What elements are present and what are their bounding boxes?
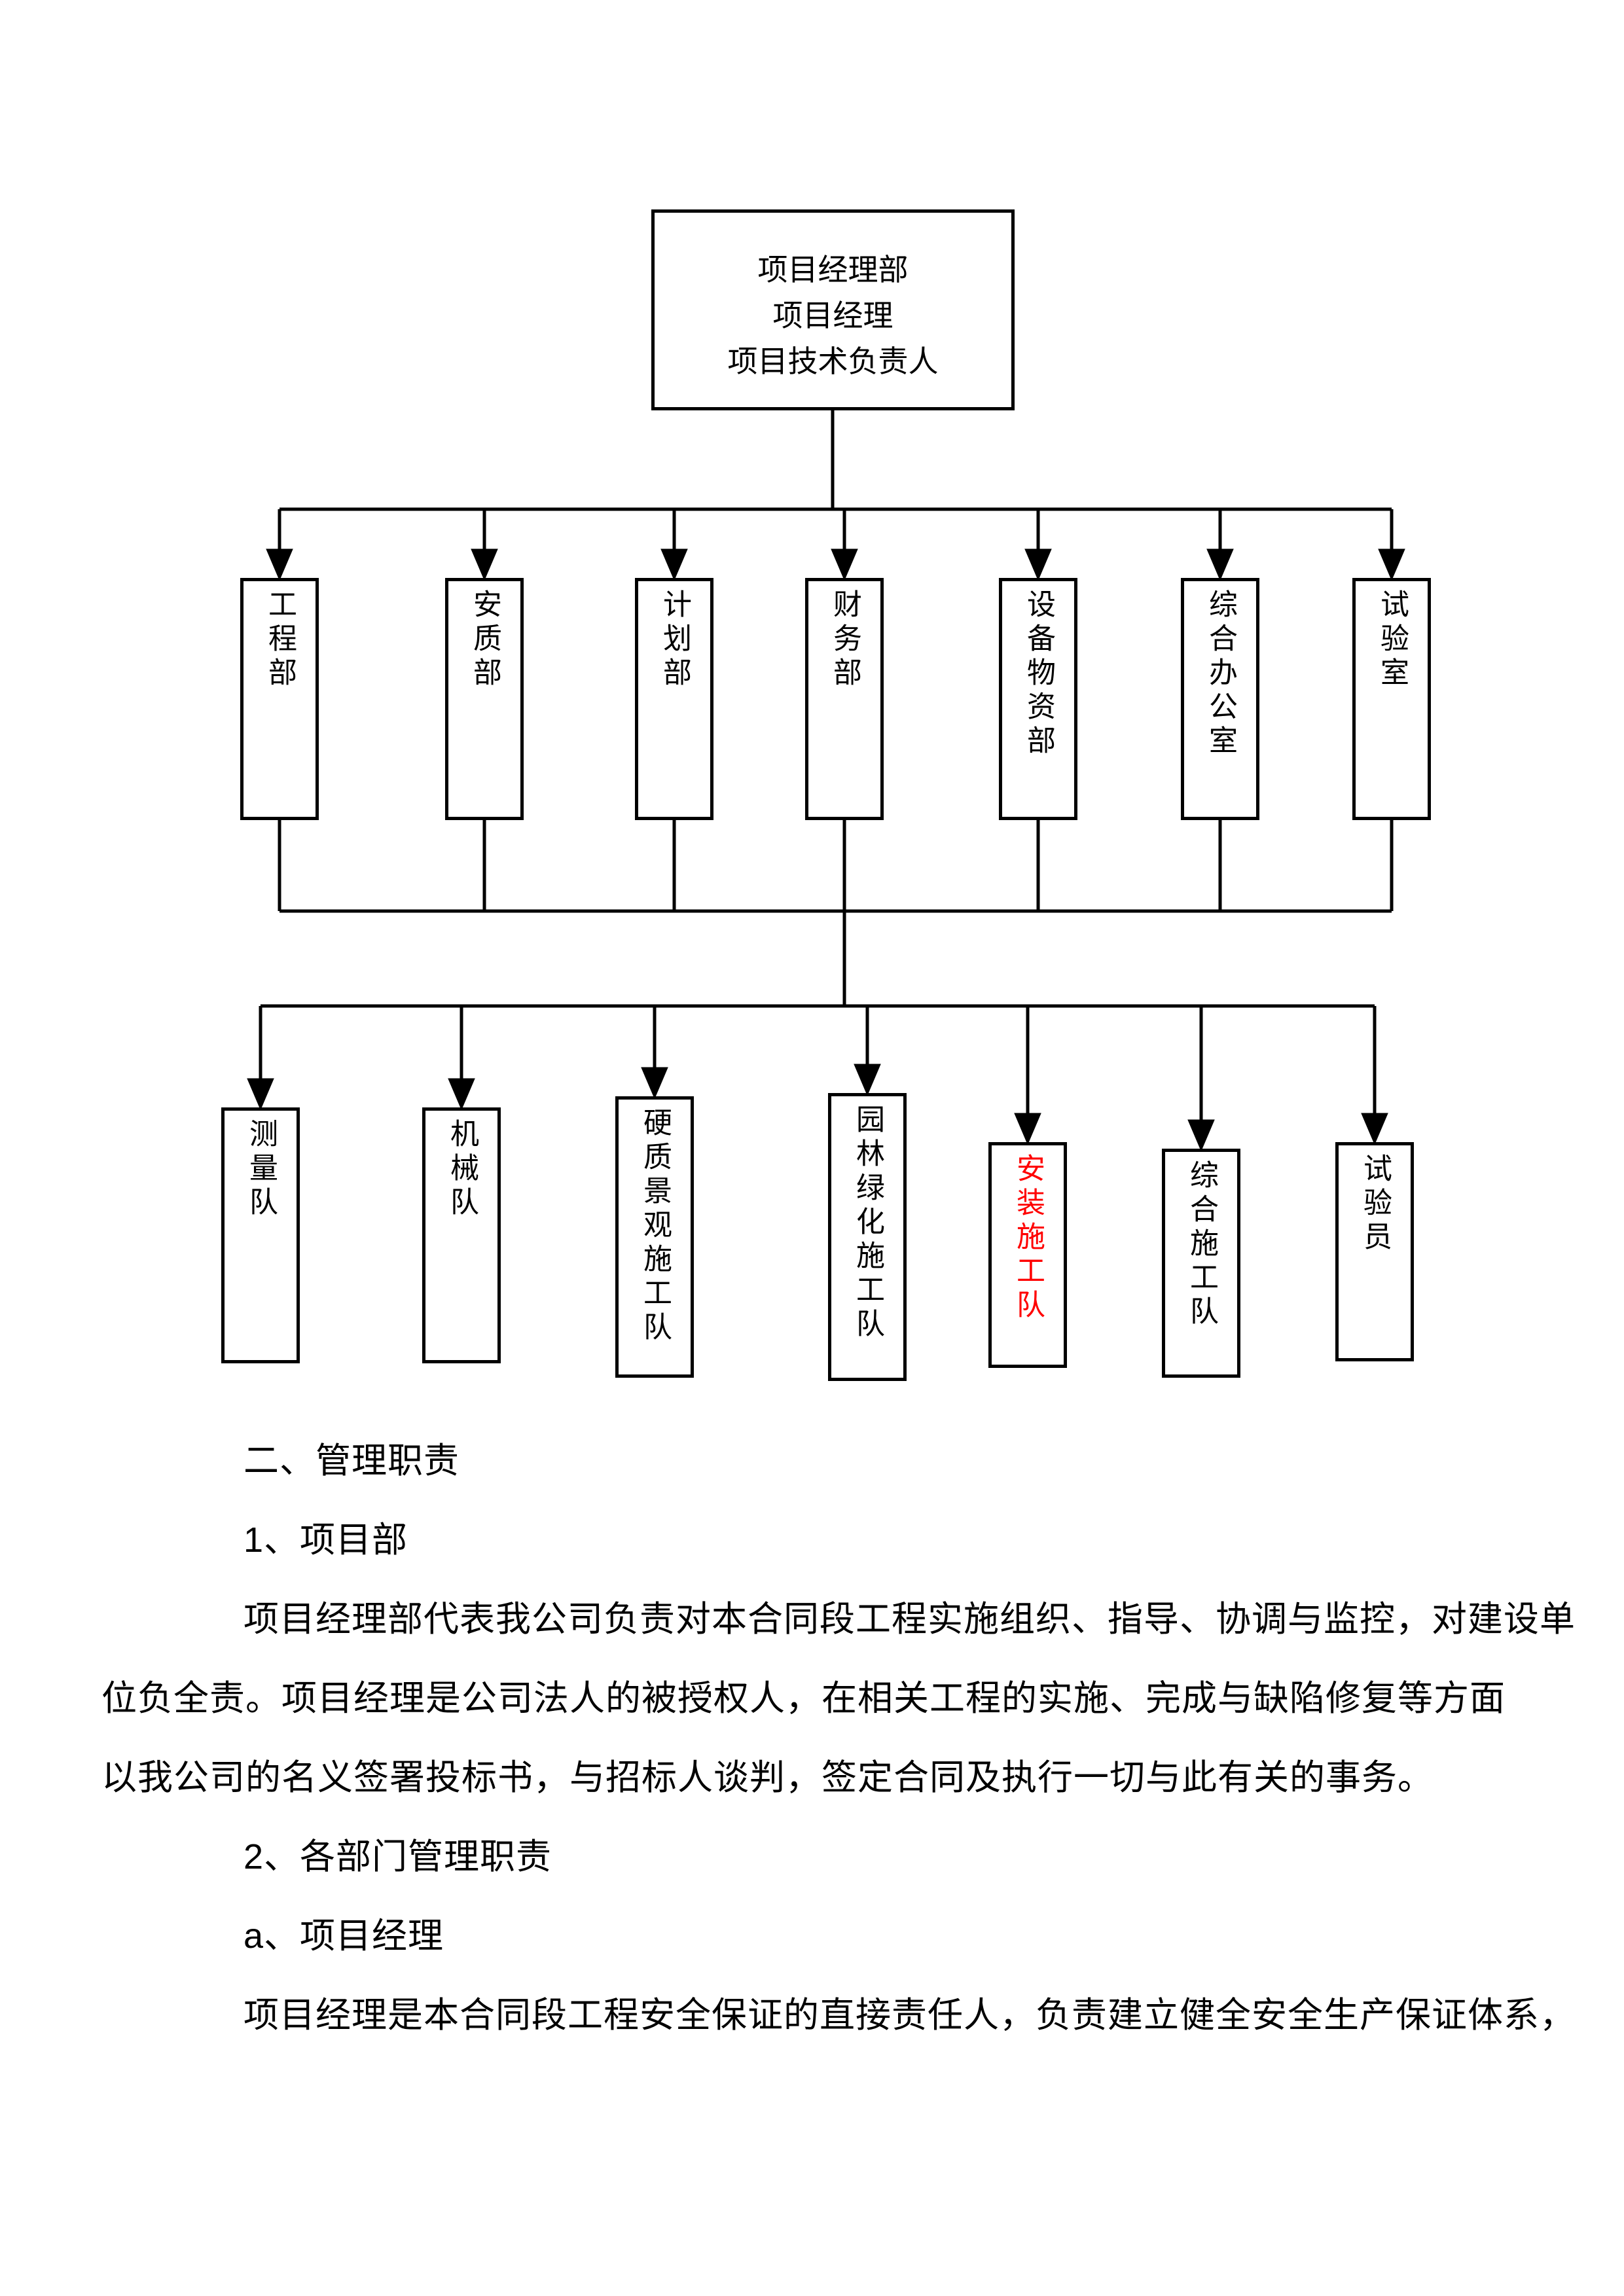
- org-chart: 项目经理部 项目经理 项目技术负责人 工程部 安质部 计划部 财务部 设备物资部…: [221, 209, 1431, 1381]
- section-heading: 二、管理职责: [244, 1441, 460, 1480]
- paragraph-1-line-1: 项目经理部代表我公司负责对本合同段工程实施组织、指导、协调与监控，对建设单: [244, 1600, 1576, 1639]
- org-node-team-hardscape-label: 硬质景观施工队: [639, 1107, 671, 1346]
- item-1-heading: 1、项目部: [244, 1520, 408, 1560]
- org-node-dept-engineering: 工程部: [240, 578, 319, 820]
- org-node-team-survey: 测量队: [221, 1107, 300, 1363]
- org-node-team-tester: 试验员: [1335, 1142, 1414, 1361]
- org-node-root-line-3: 项目技术负责人: [727, 344, 939, 378]
- org-node-dept-finance: 财务部: [805, 578, 884, 820]
- org-node-team-machinery: 机械队: [422, 1107, 501, 1363]
- org-node-dept-planning-label: 计划部: [659, 589, 691, 691]
- org-node-dept-finance-label: 财务部: [829, 589, 861, 691]
- org-node-team-machinery-label: 机械队: [446, 1119, 478, 1221]
- org-node-dept-planning: 计划部: [635, 578, 713, 820]
- paragraph-2-line-1: 项目经理是本合同段工程安全保证的直接责任人，负责建立健全安全生产保证体系，: [244, 1996, 1576, 2035]
- org-node-team-installation: 安装施工队: [988, 1142, 1067, 1368]
- org-node-team-installation-label: 安装施工队: [1012, 1153, 1044, 1323]
- org-node-dept-laboratory: 试验室: [1352, 578, 1431, 820]
- item-2-heading: 2、各部门管理职责: [244, 1837, 552, 1876]
- org-node-dept-equipment-materials: 设备物资部: [999, 578, 1077, 820]
- org-node-dept-engineering-label: 工程部: [264, 589, 296, 691]
- org-node-team-general-construction: 综合施工队: [1162, 1149, 1240, 1378]
- org-node-dept-general-office-label: 综合办公室: [1204, 589, 1236, 759]
- body-text: 二、管理职责 1、项目部 项目经理部代表我公司负责对本合同段工程实施组织、指导、…: [0, 1440, 1624, 2296]
- org-node-dept-equipment-materials-label: 设备物资部: [1022, 589, 1055, 759]
- org-node-root-line-1: 项目经理部: [757, 252, 909, 287]
- org-node-dept-safety-quality-label: 安质部: [469, 589, 501, 691]
- item-a-heading: a、项目经理: [244, 1916, 444, 1956]
- org-node-dept-general-office: 综合办公室: [1181, 578, 1259, 820]
- org-node-team-landscape-greening: 园林绿化施工队: [828, 1093, 907, 1381]
- org-node-team-general-construction-label: 综合施工队: [1185, 1160, 1218, 1330]
- org-node-team-hardscape: 硬质景观施工队: [615, 1096, 694, 1378]
- org-node-project-management-dept: 项目经理部 项目经理 项目技术负责人: [651, 209, 1015, 410]
- org-node-root-line-2: 项目经理: [772, 298, 893, 332]
- org-node-dept-laboratory-label: 试验室: [1376, 589, 1408, 691]
- org-chart-connector-lines: [247, 410, 1405, 1152]
- org-node-dept-safety-quality: 安质部: [445, 578, 524, 820]
- org-node-team-tester-label: 试验员: [1359, 1153, 1391, 1255]
- paragraph-1-line-2: 位负全责。项目经理是公司法人的被授权人，在相关工程的实施、完成与缺陷修复等方面: [101, 1679, 1506, 1718]
- paragraph-1-line-3: 以我公司的名义签署投标书，与招标人谈判，签定合同及执行一切与此有关的事务。: [101, 1758, 1434, 1797]
- org-node-team-survey-label: 测量队: [245, 1119, 277, 1221]
- org-node-team-landscape-greening-label: 园林绿化施工队: [852, 1104, 884, 1342]
